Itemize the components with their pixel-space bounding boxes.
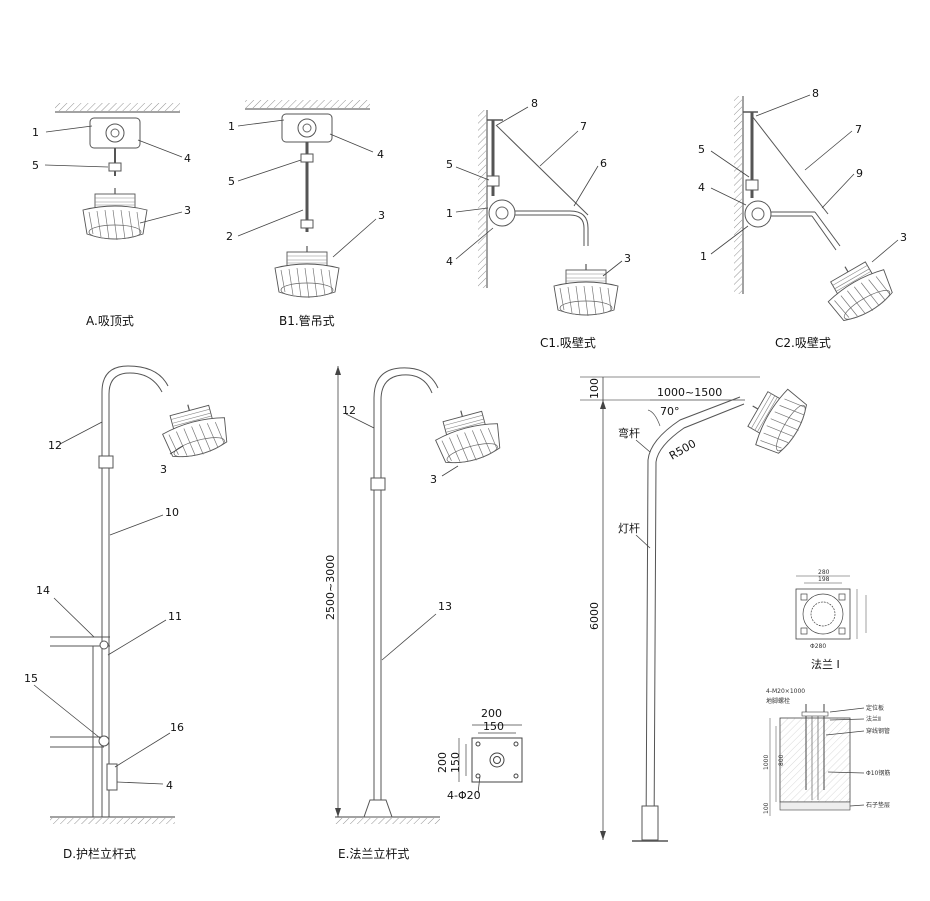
foundation-dim-100: 100: [763, 802, 770, 814]
foundation-section-drawing: 4-M20×1000 地脚螺栓 定位板 法兰Ⅱ 穿线钢管 Φ10钢筋 石子垫层 …: [763, 688, 890, 816]
caption-d: D.护栏立杆式: [63, 846, 136, 861]
dimension-f-height: 6000: [588, 602, 601, 630]
callout-e-12: 12: [342, 404, 356, 417]
caption-a: A.吸顶式: [86, 314, 134, 328]
callout-c1-8: 8: [531, 97, 538, 110]
dimension-flange-outer: 200: [481, 707, 502, 720]
diagram-e-flange-pole: 2500~3000 12 3 13 E.法兰立杆式: [324, 366, 506, 861]
callout-d-16: 16: [170, 721, 184, 734]
foundation-label-gravel: 石子垫层: [866, 801, 890, 809]
dimension-f-top: 100: [588, 378, 601, 399]
foundation-label-plate: 定位板: [866, 704, 884, 712]
dimension-detail-198: 198: [818, 576, 830, 583]
callout-d-4: 4: [166, 779, 173, 792]
flange-detail-drawing: 280 198 Φ280 法兰 I: [795, 569, 867, 671]
callout-b1-1: 1: [228, 120, 235, 133]
diagram-c1-wall-mount: 8 7 6 5 1 4 3 C1.吸壁式: [446, 97, 631, 350]
callout-a-1: 1: [32, 126, 39, 139]
callout-d-12: 12: [48, 439, 62, 452]
callout-c1-6: 6: [600, 157, 607, 170]
callout-c2-9: 9: [856, 167, 863, 180]
callout-c2-1: 1: [700, 250, 707, 263]
callout-d-14: 14: [36, 584, 50, 597]
callout-d-10: 10: [165, 506, 179, 519]
diagram-c2-wall-mount: 8 7 5 4 9 1 3 C2.吸壁式: [698, 87, 907, 350]
foundation-label-anchor: 地脚螺栓: [766, 697, 790, 705]
callout-c1-5: 5: [446, 158, 453, 171]
callout-c2-3: 3: [900, 231, 907, 244]
callout-c1-4: 4: [446, 255, 453, 268]
callout-a-4: 4: [184, 152, 191, 165]
dimension-e-height: 2500~3000: [324, 555, 337, 620]
dimension-detail-280: 280: [818, 569, 830, 576]
foundation-label-bolt: 4-M20×1000: [766, 688, 805, 695]
label-f-pole: 灯杆: [618, 521, 640, 535]
dimension-f-radius: R500: [667, 437, 698, 463]
caption-c2: C2.吸壁式: [775, 335, 831, 350]
dimension-flange-side-inner: 150: [449, 752, 462, 773]
diagram-b1-pipe-pendant: 1 5 2 4 3 B1.管吊式: [226, 100, 385, 328]
flange-detail-caption: 法兰 I: [811, 657, 840, 671]
callout-e-13: 13: [438, 600, 452, 613]
foundation-label-flange2: 法兰Ⅱ: [866, 715, 881, 723]
caption-c1: C1.吸壁式: [540, 335, 596, 350]
callout-c1-1: 1: [446, 207, 453, 220]
callout-c2-4: 4: [698, 181, 705, 194]
flange-plate-drawing: 200 150 200 150 4-Φ20: [436, 707, 523, 802]
diagram-a-ceiling-mount: 1 5 4 3 A.吸顶式: [32, 103, 191, 328]
diagram-d-guardrail-pole: 12 3 10 14 11 15 16 4 D.护栏立杆式: [24, 365, 233, 861]
callout-c2-7: 7: [855, 123, 862, 136]
callout-a-5: 5: [32, 159, 39, 172]
diagram-f-street-pole: 100 6000 1000~1500 70° R500 弯杆 灯杆: [580, 376, 815, 842]
callout-b1-2: 2: [226, 230, 233, 243]
dimension-flange-inner: 150: [483, 720, 504, 733]
label-f-arm: 弯杆: [618, 426, 640, 440]
caption-b1: B1.管吊式: [279, 313, 335, 328]
dimension-detail-hole: Φ280: [810, 643, 826, 650]
dimension-f-reach: 1000~1500: [657, 386, 722, 399]
callout-d-11: 11: [168, 610, 182, 623]
callout-d-3: 3: [160, 463, 167, 476]
callout-c1-3: 3: [624, 252, 631, 265]
callout-c1-7: 7: [580, 120, 587, 133]
caption-e: E.法兰立杆式: [338, 846, 409, 861]
callout-b1-4: 4: [377, 148, 384, 161]
foundation-dim-800: 800: [778, 754, 785, 766]
callout-b1-3: 3: [378, 209, 385, 222]
dimension-flange-side-outer: 200: [436, 752, 449, 773]
callout-c2-8: 8: [812, 87, 819, 100]
foundation-dim-1000: 1000: [763, 755, 770, 770]
callout-b1-5: 5: [228, 175, 235, 188]
dimension-f-angle: 70°: [660, 405, 680, 418]
callout-a-3: 3: [184, 204, 191, 217]
foundation-label-rebar: Φ10钢筋: [866, 769, 890, 777]
callout-c2-5: 5: [698, 143, 705, 156]
callout-d-15: 15: [24, 672, 38, 685]
dimension-flange-holes: 4-Φ20: [447, 789, 481, 802]
callout-e-3: 3: [430, 473, 437, 486]
foundation-label-conduit: 穿线钢管: [866, 727, 890, 735]
